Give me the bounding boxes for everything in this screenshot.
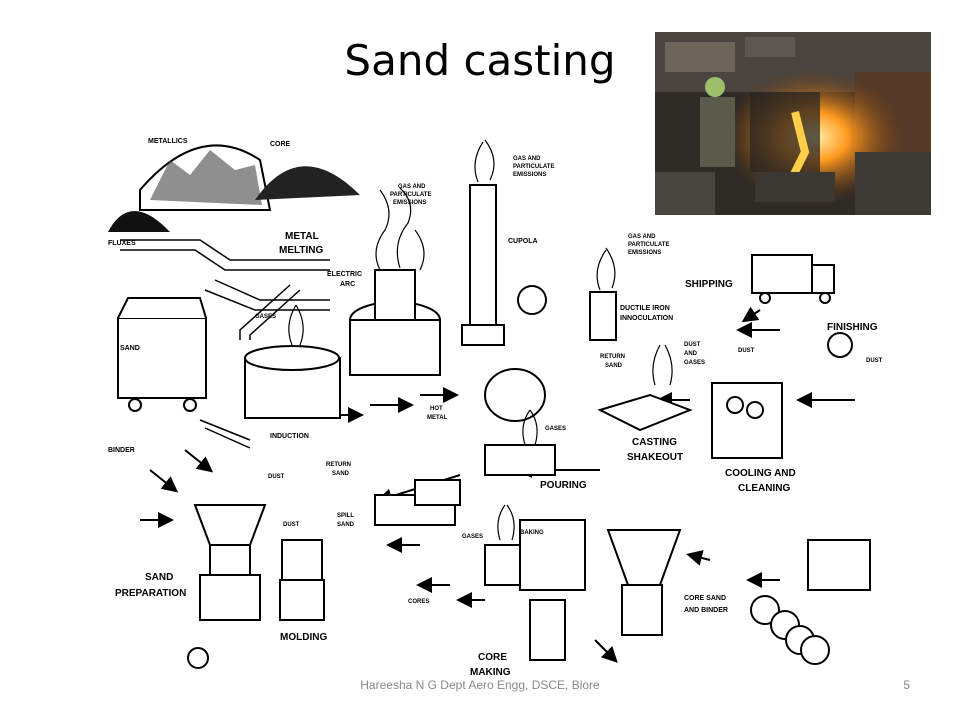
label-gas-emissions-c: GAS AND bbox=[628, 234, 656, 240]
label-core-making: CORE bbox=[478, 652, 507, 663]
label-gas-emissions-a-2: PARTICULATE bbox=[390, 192, 431, 198]
label-gases-baking: GASES bbox=[462, 534, 483, 540]
label-gas-emissions-c-2: PARTICULATE bbox=[628, 242, 669, 248]
label-cores: CORES bbox=[408, 599, 429, 605]
label-core-sand-binder: CORE SAND bbox=[684, 595, 726, 602]
label-return-sand-mid: RETURN bbox=[326, 462, 351, 468]
label-sand: SAND bbox=[120, 345, 140, 352]
slide-title: Sand casting bbox=[344, 36, 616, 85]
emission-plumes bbox=[288, 139, 673, 541]
label-ductile-iron: DUCTILE IRON bbox=[620, 305, 670, 312]
core-making-machine bbox=[529, 599, 566, 661]
cupola bbox=[469, 184, 497, 326]
label-dust-molding: DUST bbox=[283, 522, 300, 528]
label-molding: MOLDING bbox=[280, 632, 327, 643]
label-gases-pouring: GASES bbox=[545, 426, 566, 432]
label-casting-shakeout: CASTING bbox=[632, 437, 677, 448]
equipment bbox=[117, 184, 871, 669]
raw-material-piles bbox=[108, 144, 360, 232]
label-induction: INDUCTION bbox=[270, 433, 309, 440]
label-cooling-cleaning-2: CLEANING bbox=[738, 483, 790, 494]
label-dust-and-gases-2: AND bbox=[684, 351, 698, 357]
label-return-sand-top-2: SAND bbox=[605, 363, 623, 369]
label-dust-and-gases: DUST bbox=[684, 342, 701, 348]
label-spill-sand: SPILL bbox=[337, 513, 354, 519]
label-shipping: SHIPPING bbox=[685, 279, 733, 290]
molding-machine bbox=[281, 539, 323, 581]
core-baking-oven bbox=[519, 519, 586, 591]
label-baking: BAKING bbox=[520, 530, 544, 536]
label-dust-prep: DUST bbox=[268, 474, 285, 480]
label-binder: BINDER bbox=[108, 447, 135, 454]
label-ductile-iron-2: INNOCULATION bbox=[620, 315, 673, 322]
label-core-sand-binder-2: AND BINDER bbox=[684, 607, 728, 614]
core-sand-bags bbox=[807, 539, 871, 591]
label-return-sand-mid-2: SAND bbox=[332, 471, 350, 477]
binder-drum bbox=[750, 595, 780, 625]
label-sand-preparation-2: PREPARATION bbox=[115, 588, 186, 599]
label-electric-arc: ELECTRIC bbox=[327, 271, 362, 278]
label-finishing: FINISHING bbox=[827, 322, 878, 333]
finishing-grinder bbox=[827, 332, 853, 358]
mold-pouring bbox=[484, 444, 556, 476]
page-number: 5 bbox=[903, 678, 910, 692]
label-gases-induction: GASES bbox=[255, 314, 276, 320]
slide-footer: Hareesha N G Dept Aero Engg, DSCE, Blore bbox=[360, 678, 600, 692]
label-dust-and-gases-3: GASES bbox=[684, 360, 705, 366]
core-sand-hopper bbox=[606, 529, 682, 586]
label-fluxes: FLUXES bbox=[108, 240, 136, 247]
material-flow-channels bbox=[120, 239, 330, 449]
pouring-ladle bbox=[484, 368, 546, 422]
label-electric-arc-2: ARC bbox=[340, 281, 355, 288]
ductile-iron-vessel bbox=[589, 291, 617, 341]
label-sand-preparation: SAND bbox=[145, 572, 173, 583]
label-dust-cooling: DUST bbox=[738, 348, 755, 354]
label-hot-metal: HOT bbox=[430, 406, 443, 412]
label-gas-emissions-b-2: PARTICULATE bbox=[513, 164, 554, 170]
label-gas-emissions-c-3: EMISSIONS bbox=[628, 250, 661, 256]
foundry-photo-illustration bbox=[655, 32, 931, 215]
foundry-pouring-photo bbox=[655, 32, 931, 215]
label-metal-melting: METAL bbox=[285, 231, 319, 242]
label-core: CORE bbox=[270, 141, 291, 148]
sand-muller bbox=[199, 574, 261, 621]
label-hot-metal-2: METAL bbox=[427, 415, 448, 421]
shipping-truck bbox=[751, 254, 813, 294]
label-metal-melting-2: MELTING bbox=[279, 245, 323, 256]
shakeout-table bbox=[597, 393, 693, 432]
rail-car bbox=[117, 317, 207, 399]
label-spill-sand-2: SAND bbox=[337, 522, 355, 528]
sand-mixer-hopper bbox=[193, 504, 267, 546]
label-return-sand-top: RETURN bbox=[600, 354, 625, 360]
label-gas-emissions-a: GAS AND bbox=[398, 184, 426, 190]
label-casting-shakeout-2: SHAKEOUT bbox=[627, 452, 683, 463]
label-core-making-2: MAKING bbox=[470, 667, 511, 678]
cooling-cleaning-unit bbox=[711, 382, 783, 459]
label-metallics: METALLICS bbox=[148, 138, 188, 145]
label-dust-finishing: DUST bbox=[866, 358, 883, 364]
label-pouring: POURING bbox=[540, 480, 587, 491]
label-gas-emissions-b: GAS AND bbox=[513, 156, 541, 162]
label-cooling-cleaning: COOLING AND bbox=[725, 468, 796, 479]
label-gas-emissions-b-3: EMISSIONS bbox=[513, 172, 546, 178]
label-gas-emissions-a-3: EMISSIONS bbox=[393, 200, 426, 206]
diagram-labels: METALLICS CORE FLUXES METAL MELTING GAS … bbox=[108, 138, 883, 678]
label-cupola: CUPOLA bbox=[508, 238, 538, 245]
